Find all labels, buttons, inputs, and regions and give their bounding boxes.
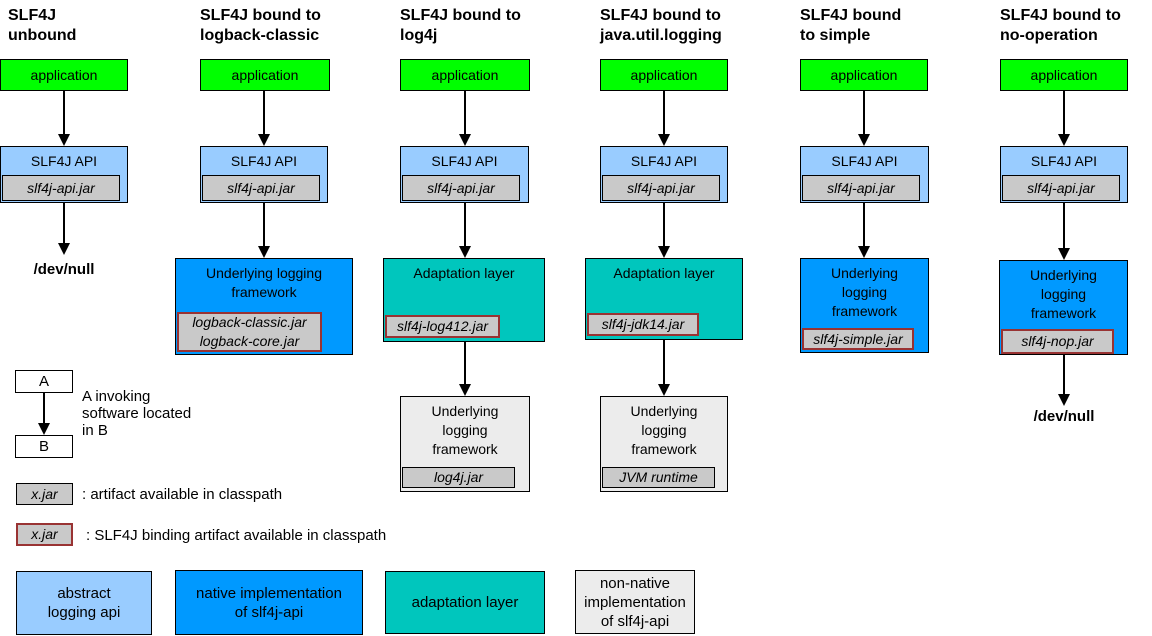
binding-jar-box: slf4j-simple.jar	[802, 328, 914, 350]
adaptation-layer-box: Adaptation layer slf4j-jdk14.jar	[585, 258, 743, 340]
legend-binding-caption: : SLF4J binding artifact available in cl…	[86, 527, 387, 544]
application-label: application	[231, 67, 299, 83]
arrow-down-icon	[58, 203, 70, 255]
slf4j-api-jar-box: slf4j-api.jar	[802, 175, 920, 201]
arrow-down-icon	[58, 91, 70, 146]
slf4j-api-jar-box: slf4j-api.jar	[202, 175, 320, 201]
application-label: application	[1030, 67, 1098, 83]
legend-artifact-jar-box: x.jar	[16, 483, 73, 505]
arrow-down-icon	[38, 393, 50, 435]
arrow-down-icon	[459, 342, 471, 396]
legend-adaptation-layer-box: adaptation layer	[385, 571, 545, 634]
arrow-down-icon	[858, 91, 870, 146]
column-title-unbound: SLF4J unbound	[8, 7, 77, 44]
underlying-framework-label: Underlying logging framework	[206, 265, 322, 300]
legend-b-label: B	[38, 438, 49, 455]
underlying-framework-box: Underlying logging framework JVM runtime	[600, 396, 728, 492]
legend-box-a: A	[15, 370, 73, 393]
application-box: application	[800, 59, 928, 91]
underlying-framework-label: Underlying logging framework	[630, 403, 698, 457]
binding-jar-box: slf4j-nop.jar	[1001, 329, 1114, 354]
adaptation-layer-label: Adaptation layer	[613, 265, 715, 281]
framework-jar-box: JVM runtime	[602, 467, 715, 488]
slf4j-api-box: SLF4J API slf4j-api.jar	[800, 146, 929, 203]
application-box: application	[0, 59, 128, 91]
binding-jar-box: slf4j-log412.jar	[385, 315, 500, 338]
arrow-down-icon	[658, 340, 670, 396]
application-box: application	[200, 59, 330, 91]
application-label: application	[630, 67, 698, 83]
slf4j-api-box: SLF4J API slf4j-api.jar	[1000, 146, 1128, 203]
arrow-down-icon	[459, 91, 471, 146]
slf4j-api-box: SLF4J API slf4j-api.jar	[0, 146, 128, 203]
application-box: application	[1000, 59, 1128, 91]
binding-jar-box: logback-classic.jar logback-core.jar	[177, 312, 322, 352]
arrow-down-icon	[258, 203, 270, 258]
slf4j-api-jar-box: slf4j-api.jar	[2, 175, 120, 201]
legend-non-native-impl-box: non-native implementation of slf4j-api	[575, 570, 695, 634]
legend-native-impl-box: native implementation of slf4j-api	[175, 570, 363, 635]
arrow-down-icon	[459, 203, 471, 258]
slf4j-api-jar-box: slf4j-api.jar	[602, 175, 720, 201]
slf4j-api-box: SLF4J API slf4j-api.jar	[600, 146, 728, 203]
underlying-framework-box: Underlying logging framework logback-cla…	[175, 258, 353, 355]
application-box: application	[600, 59, 728, 91]
slf4j-api-box: SLF4J API slf4j-api.jar	[200, 146, 328, 203]
arrow-down-icon	[1058, 355, 1070, 406]
adaptation-layer-box: Adaptation layer slf4j-log412.jar	[383, 258, 545, 342]
arrow-down-icon	[658, 91, 670, 146]
application-box: application	[400, 59, 530, 91]
application-label: application	[431, 67, 499, 83]
legend-invoke-caption: A invoking software located in B	[82, 388, 192, 439]
arrow-down-icon	[658, 203, 670, 258]
legend-box-b: B	[15, 435, 73, 458]
arrow-down-icon	[1058, 91, 1070, 146]
column-title-jul: SLF4J bound to java.util.logging	[600, 7, 722, 44]
slf4j-api-jar-box: slf4j-api.jar	[402, 175, 520, 201]
legend-a-label: A	[38, 373, 49, 390]
legend-artifact-caption: : artifact available in classpath	[82, 486, 283, 503]
legend-abstract-api-box: abstract logging api	[16, 571, 152, 635]
slf4j-api-label: SLF4J API	[831, 153, 898, 169]
binding-jar-box: slf4j-jdk14.jar	[587, 313, 699, 336]
application-label: application	[30, 67, 98, 83]
underlying-framework-box: Underlying logging framework slf4j-simpl…	[800, 258, 929, 353]
slf4j-api-jar-box: slf4j-api.jar	[1002, 175, 1120, 201]
framework-jar-box: log4j.jar	[402, 467, 515, 488]
slf4j-api-box: SLF4J API slf4j-api.jar	[400, 146, 529, 203]
arrow-down-icon	[258, 91, 270, 146]
slf4j-api-label: SLF4J API	[1030, 153, 1098, 169]
underlying-framework-label: Underlying logging framework	[1030, 267, 1097, 321]
dev-null-label: /dev/null	[1033, 408, 1095, 425]
dev-null-label: /dev/null	[33, 261, 95, 278]
column-title-log4j: SLF4J bound to log4j	[400, 7, 521, 44]
slf4j-api-label: SLF4J API	[30, 153, 98, 169]
underlying-framework-label: Underlying logging framework	[431, 403, 499, 457]
adaptation-layer-label: Adaptation layer	[413, 265, 515, 281]
column-title-nop: SLF4J bound to no-operation	[1000, 7, 1121, 44]
arrow-down-icon	[1058, 203, 1070, 260]
application-label: application	[830, 67, 898, 83]
arrow-down-icon	[858, 203, 870, 258]
underlying-framework-label: Underlying logging framework	[831, 265, 898, 319]
underlying-framework-box: Underlying logging framework slf4j-nop.j…	[999, 260, 1128, 355]
underlying-framework-box: Underlying logging framework log4j.jar	[400, 396, 530, 492]
slf4j-api-label: SLF4J API	[431, 153, 498, 169]
column-title-logback: SLF4J bound to logback-classic	[200, 7, 321, 44]
column-title-simple: SLF4J bound to simple	[800, 7, 902, 44]
slf4j-api-label: SLF4J API	[630, 153, 698, 169]
legend-binding-jar-box: x.jar	[16, 523, 73, 546]
slf4j-api-label: SLF4J API	[230, 153, 298, 169]
